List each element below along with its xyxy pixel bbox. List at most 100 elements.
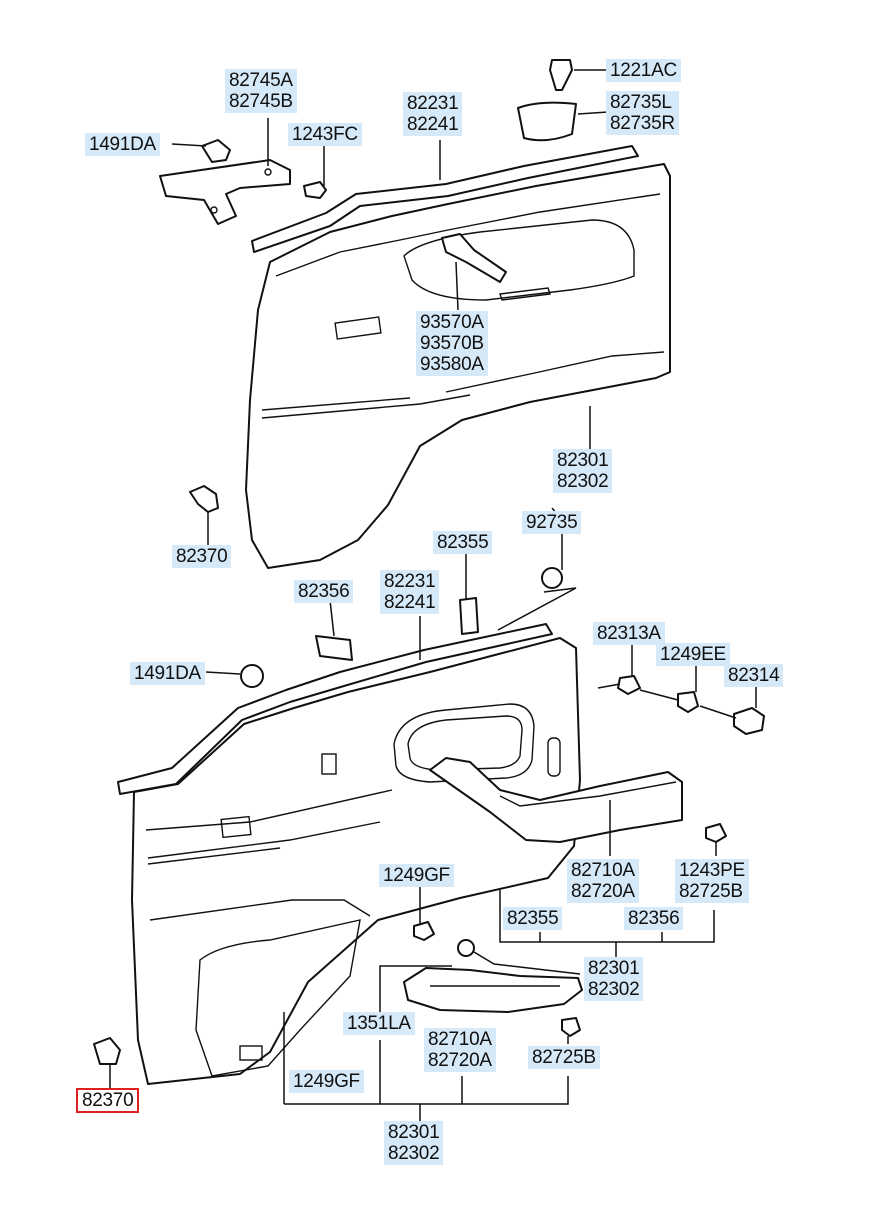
- label-1249ee[interactable]: 1249EE: [656, 643, 730, 666]
- label-82710-low[interactable]: 82710A 82720A: [424, 1028, 496, 1072]
- label-82313a[interactable]: 82313A: [593, 622, 665, 645]
- label-82725b-low[interactable]: 82725B: [528, 1046, 600, 1069]
- label-82314[interactable]: 82314: [724, 664, 784, 687]
- label-line: 82745B: [229, 91, 293, 112]
- armrest-82710-small: [403, 967, 583, 1013]
- upper-bracket: [159, 159, 291, 225]
- label-1491da-top[interactable]: 1491DA: [85, 133, 160, 156]
- lower-vent: [547, 737, 561, 777]
- label-82370-top[interactable]: 82370: [172, 545, 232, 568]
- bracket-hole-2: [264, 168, 272, 176]
- label-82735[interactable]: 82735L 82735R: [606, 91, 679, 135]
- screw-1221ac: [549, 59, 573, 91]
- label-82370-low-selected[interactable]: 82370: [76, 1088, 140, 1113]
- washer-1351la: [457, 939, 475, 957]
- lower-panel-molding: [147, 821, 381, 865]
- label-82231-top[interactable]: 82231 82241: [403, 92, 463, 136]
- label-line: 82302: [388, 1143, 440, 1164]
- clip-1491da-mid: [240, 664, 264, 688]
- lower-pocket: [195, 919, 361, 1077]
- screw-1249ee: [677, 691, 699, 713]
- clip-82313a: [617, 675, 641, 695]
- pin-82370-low: [93, 1037, 121, 1065]
- cup-82735: [517, 101, 577, 142]
- lower-armrest-recess: [393, 703, 535, 783]
- label-line: 82735R: [610, 113, 675, 134]
- screw-1243pe: [705, 823, 727, 843]
- label-82355-low[interactable]: 82355: [503, 907, 563, 930]
- pin-82370-top: [189, 485, 219, 513]
- label-line: 82314: [728, 665, 780, 686]
- label-line: 82710A: [428, 1029, 492, 1050]
- label-82745[interactable]: 82745A 82745B: [225, 69, 297, 113]
- label-line: 1351LA: [347, 1013, 411, 1034]
- label-line: 82313A: [597, 623, 661, 644]
- label-line: 1243PE: [679, 860, 745, 881]
- label-line: 82231: [407, 93, 459, 114]
- leader-lines: [109, 69, 757, 1122]
- label-line: 82302: [588, 979, 640, 1000]
- lower-armrest-inner: [407, 715, 523, 771]
- label-1221ac[interactable]: 1221AC: [606, 59, 681, 82]
- clip-1491da-top: [201, 139, 231, 163]
- lower-pocket-slot: [239, 1045, 263, 1061]
- label-line: 1243FC: [292, 124, 358, 145]
- label-line: 82745A: [229, 70, 293, 91]
- label-line: 1249EE: [660, 644, 726, 665]
- label-line: 93580A: [420, 354, 484, 375]
- label-82301-mid[interactable]: 82301 82302: [584, 957, 644, 1001]
- label-line: 1249GF: [383, 865, 450, 886]
- label-line: 93570A: [420, 312, 484, 333]
- label-82710-right[interactable]: 82710A 82720A: [567, 859, 639, 903]
- label-line: 82356: [628, 908, 680, 929]
- label-line: 1491DA: [134, 663, 201, 684]
- label-line: 82725B: [532, 1047, 596, 1068]
- lower-weatherstrip: [117, 623, 553, 795]
- upper-speaker-slot: [334, 316, 382, 340]
- label-82231-mid[interactable]: 82231 82241: [380, 570, 440, 614]
- label-line: 92735: [526, 512, 578, 533]
- label-82301-top[interactable]: 82301 82302: [553, 449, 613, 493]
- door-handle-93570: [441, 233, 507, 283]
- label-1243fc[interactable]: 1243FC: [288, 123, 362, 146]
- label-line: 82302: [557, 471, 609, 492]
- label-line: 82720A: [571, 881, 635, 902]
- label-1491da-mid[interactable]: 1491DA: [130, 662, 205, 685]
- label-line: 82710A: [571, 860, 635, 881]
- label-line: 82370: [82, 1090, 134, 1111]
- label-1243pe[interactable]: 1243PE 82725B: [675, 859, 749, 903]
- lower-door-panel: [131, 637, 581, 1085]
- label-line: 82241: [407, 114, 459, 135]
- label-line: 82725B: [679, 881, 743, 902]
- label-line: 82231: [384, 571, 436, 592]
- lower-speaker-slot: [220, 815, 252, 839]
- label-line: 82301: [557, 450, 609, 471]
- screw-82725b-low: [561, 1017, 581, 1037]
- label-line: 82241: [384, 592, 436, 613]
- label-line: 1221AC: [610, 60, 677, 81]
- label-line: 82301: [388, 1122, 440, 1143]
- label-1249gf-top[interactable]: 1249GF: [379, 864, 454, 887]
- label-line: 82355: [507, 908, 559, 929]
- screw-1243fc: [303, 181, 327, 199]
- label-82355-mid[interactable]: 82355: [433, 531, 493, 554]
- label-line: 82356: [298, 581, 350, 602]
- label-92735[interactable]: 92735: [522, 511, 582, 534]
- armrest-82710-large: [429, 757, 683, 843]
- upper-panel-inner-line: [275, 193, 661, 277]
- label-1351la[interactable]: 1351LA: [343, 1012, 415, 1035]
- label-line: 1249GF: [293, 1071, 360, 1092]
- label-line: 82720A: [428, 1050, 492, 1071]
- bracket-hole: [210, 206, 218, 214]
- upper-handle-recess: [499, 287, 551, 301]
- label-line: 93570B: [420, 333, 484, 354]
- label-line: 82301: [588, 958, 640, 979]
- label-82356-low[interactable]: 82356: [624, 907, 684, 930]
- cap-82314: [733, 707, 765, 735]
- label-1249gf-low[interactable]: 1249GF: [289, 1070, 364, 1093]
- label-82301-bottom[interactable]: 82301 82302: [384, 1121, 444, 1165]
- label-93570[interactable]: 93570A 93570B 93580A: [416, 311, 488, 376]
- upper-panel-molding: [261, 394, 471, 419]
- label-82356-mid[interactable]: 82356: [294, 580, 354, 603]
